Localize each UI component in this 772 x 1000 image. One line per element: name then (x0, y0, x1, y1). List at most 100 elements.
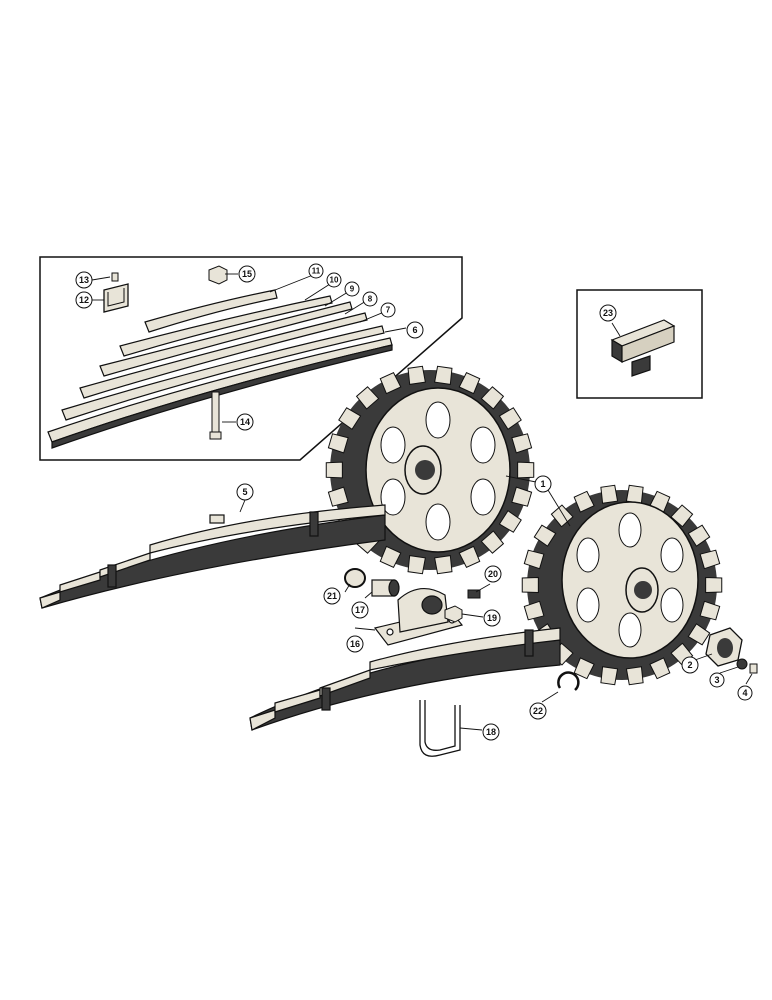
callout-18-label: 18 (486, 727, 496, 737)
hub-nut (705, 627, 743, 667)
callout-20-label: 20 (488, 569, 498, 579)
callout-17-label: 17 (355, 605, 365, 615)
callout-20: 20 (484, 565, 502, 583)
callout-6-label: 6 (412, 325, 417, 335)
block-part (610, 319, 676, 377)
sprocket-tooth (511, 433, 533, 454)
sprocket-tooth (325, 461, 343, 479)
sprocket-tooth (458, 545, 481, 569)
callout-22-label: 22 (533, 706, 543, 716)
sprocket-tooth (458, 371, 481, 395)
center-bolt-nut (208, 265, 228, 285)
sprocket-tooth (600, 666, 619, 686)
leaf-clip (103, 283, 129, 313)
sprocket-tooth (687, 623, 711, 646)
callout-7-label: 7 (386, 306, 391, 315)
leaf-spring-lower (249, 627, 561, 731)
sprocket-tooth (434, 555, 453, 575)
grease-fitting (467, 589, 481, 599)
callout-16-label: 16 (350, 639, 360, 649)
callout-21: 21 (323, 587, 341, 605)
callout-9-label: 9 (350, 285, 355, 294)
callout-19: 19 (483, 609, 501, 627)
callout-10-label: 10 (330, 276, 339, 285)
snap-ring (557, 671, 580, 691)
callout-13-label: 13 (79, 275, 89, 285)
sprocket-tooth (480, 530, 505, 554)
leaf-spring-upper (39, 504, 386, 609)
sprocket-tooth (523, 600, 545, 621)
callout-18: 18 (482, 723, 500, 741)
sprocket-tooth (480, 386, 505, 410)
sprocket-tooth (687, 524, 711, 547)
sprocket-tooth (338, 407, 362, 430)
sprocket-tooth (517, 461, 535, 479)
callout-13: 13 (75, 271, 93, 289)
callout-4-label: 4 (742, 688, 747, 698)
sprocket-tooth (407, 555, 426, 575)
sprocket-tooth (355, 386, 380, 410)
sprocket-tooth (573, 657, 595, 680)
callout-12-label: 12 (79, 295, 89, 305)
sprocket-tooth (379, 371, 402, 395)
callout-11: 11 (308, 263, 324, 279)
sprocket-tooth (699, 600, 721, 621)
spring-bracket (373, 588, 464, 646)
sprocket-spokes-lower (576, 512, 684, 648)
part-23-box (576, 289, 703, 399)
sprocket-tooth (705, 576, 723, 594)
leader-lines (91, 273, 753, 731)
callout-23: 23 (599, 304, 617, 322)
sprocket-tooth (600, 484, 619, 504)
callout-11-label: 11 (312, 267, 321, 276)
callout-5-label: 5 (242, 487, 247, 497)
callouts: 1 2 3 4 5 6 7 8 9 10 11 12 13 14 15 16 1… (75, 263, 753, 741)
callout-2-label: 2 (687, 660, 692, 670)
callout-12: 12 (75, 291, 93, 309)
bushing (371, 579, 400, 597)
sprocket-tooth (699, 549, 721, 570)
sprocket-tooth (625, 484, 644, 504)
callout-1: 1 (534, 475, 552, 493)
sprocket-spokes-upper (380, 401, 496, 541)
sprocket-tooth (533, 524, 557, 547)
callout-3: 3 (709, 672, 725, 688)
callout-15-label: 15 (242, 269, 252, 279)
callout-14-label: 14 (240, 417, 250, 427)
clip-bolt (111, 272, 119, 282)
hub-washer (736, 658, 748, 670)
callout-9: 9 (344, 281, 360, 297)
sprocket-tooth (521, 576, 539, 594)
callout-3-label: 3 (714, 675, 719, 685)
sprocket-tooth (573, 490, 595, 513)
callout-22: 22 (529, 702, 547, 720)
sprocket-tooth (407, 365, 426, 385)
sprocket-tooth (434, 365, 453, 385)
seal-ring (344, 568, 366, 588)
callout-23-label: 23 (603, 308, 613, 318)
callout-1-label: 1 (540, 479, 545, 489)
sprocket-tooth (649, 657, 671, 680)
hub-bolt (749, 663, 758, 674)
callout-10: 10 (326, 272, 342, 288)
callout-6: 6 (406, 321, 424, 339)
sprocket-tooth (523, 549, 545, 570)
sprocket-tooth (498, 407, 522, 430)
sprocket-tooth (327, 486, 349, 507)
callout-19-label: 19 (487, 613, 497, 623)
callout-17: 17 (351, 601, 369, 619)
callout-16: 16 (346, 635, 364, 653)
callout-8: 8 (362, 291, 378, 307)
callout-8-label: 8 (368, 295, 373, 304)
sprocket-tooth (379, 545, 402, 569)
callout-4: 4 (737, 685, 753, 701)
spring-leaf-inset (39, 256, 463, 461)
sprocket-tooth (511, 486, 533, 507)
callout-14: 14 (236, 413, 254, 431)
sprocket-tooth (670, 504, 694, 528)
sprocket-tooth (327, 433, 349, 454)
sprocket-tooth (625, 666, 644, 686)
callout-7: 7 (380, 302, 396, 318)
leaf-stack (47, 289, 393, 449)
